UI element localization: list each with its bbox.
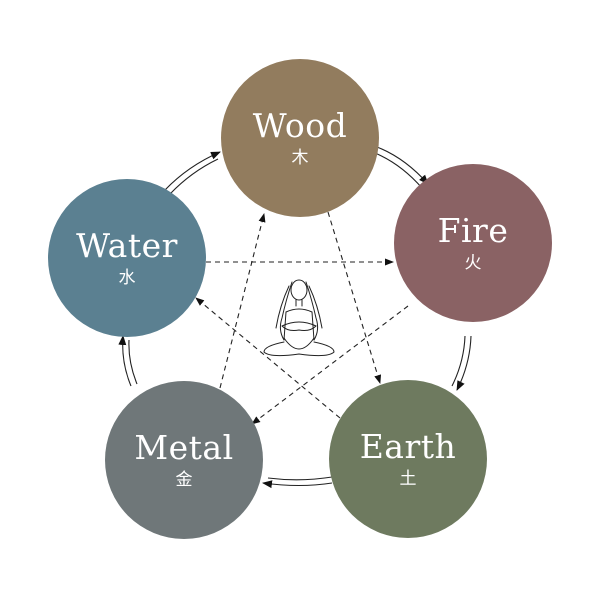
generate-arrow-metal-water [118,335,138,387]
element-character: 土 [399,469,417,489]
generate-arrow-wood-fire [374,146,429,189]
element-earth: Earth 土 [329,380,487,538]
generate-arrow-fire-earth [451,335,472,391]
control-line-metal-wood [219,213,266,389]
element-name: Fire [437,211,509,250]
element-name: Wood [252,106,348,145]
element-water: Water 水 [48,179,206,337]
element-character: 火 [464,253,482,273]
element-character: 金 [175,470,193,490]
generate-arrow-earth-metal [262,476,333,489]
element-fire: Fire 火 [394,164,552,322]
control-line-wood-earth [327,211,382,384]
element-name: Earth [359,427,457,466]
element-character: 木 [291,148,309,168]
element-wood: Wood 木 [221,59,379,217]
element-name: Metal [134,428,234,467]
element-character: 水 [118,268,136,288]
control-line-earth-water [195,297,341,419]
element-name: Water [76,226,178,265]
generate-arrow-water-wood [164,151,221,195]
element-metal: Metal 金 [105,381,263,539]
meditating-woman-icon [263,279,335,357]
control-line-fire-metal [251,305,409,425]
